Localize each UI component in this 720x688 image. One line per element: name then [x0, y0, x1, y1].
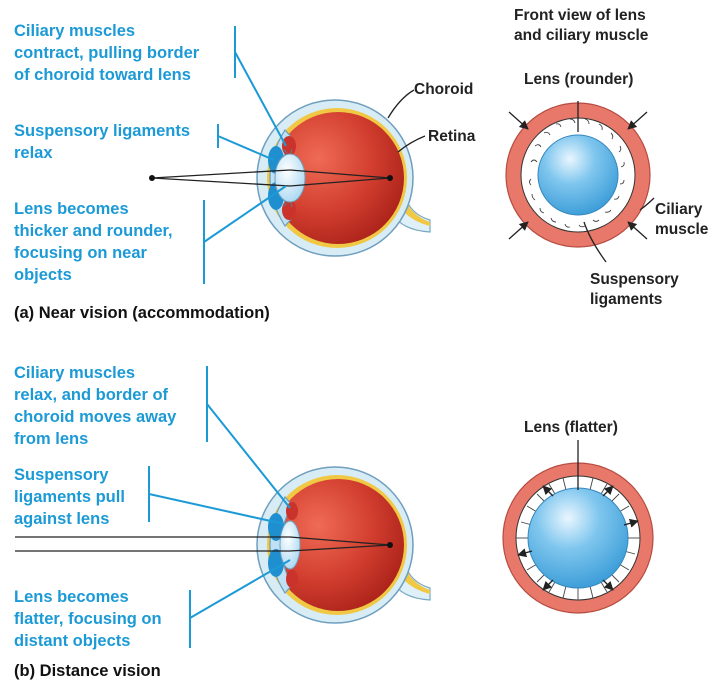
front-view-flatter: [503, 440, 653, 613]
distance-ciliary-callout: Ciliary muscles relax, and border of cho…: [14, 362, 176, 450]
distance-suspensory-callout: Suspensory ligaments pull against lens: [14, 464, 125, 530]
distance-lens: [280, 521, 300, 569]
near-object-point: [149, 175, 155, 181]
near-ciliary-bottom: [282, 200, 296, 220]
suspensory-ligaments-label: Suspensory ligaments: [590, 270, 679, 310]
choroid-label: Choroid: [414, 80, 473, 100]
front-view-rounder: [506, 101, 654, 262]
ciliary-muscle-label: Ciliary muscle: [655, 200, 708, 240]
lens-rounder-label: Lens (rounder): [524, 70, 633, 90]
near-ciliary-top: [282, 136, 296, 156]
distance-lens-callout: Lens becomes flatter, focusing on distan…: [14, 586, 162, 652]
near-vision-caption: (a) Near vision (accommodation): [14, 302, 270, 324]
near-focus-point: [387, 175, 393, 181]
front-view-title: Front view of lens and ciliary muscle: [514, 6, 648, 46]
near-lens-callout: Lens becomes thicker and rounder, focusi…: [14, 198, 173, 286]
near-suspensory-callout: Suspensory ligaments relax: [14, 120, 190, 164]
distance-vision-caption: (b) Distance vision: [14, 660, 161, 682]
retina-label: Retina: [428, 127, 475, 147]
near-ciliary-callout: Ciliary muscles contract, pulling border…: [14, 20, 199, 86]
near-lens: [275, 154, 305, 202]
lens-flatter-label: Lens (flatter): [524, 418, 618, 438]
near-eye: [149, 100, 430, 256]
